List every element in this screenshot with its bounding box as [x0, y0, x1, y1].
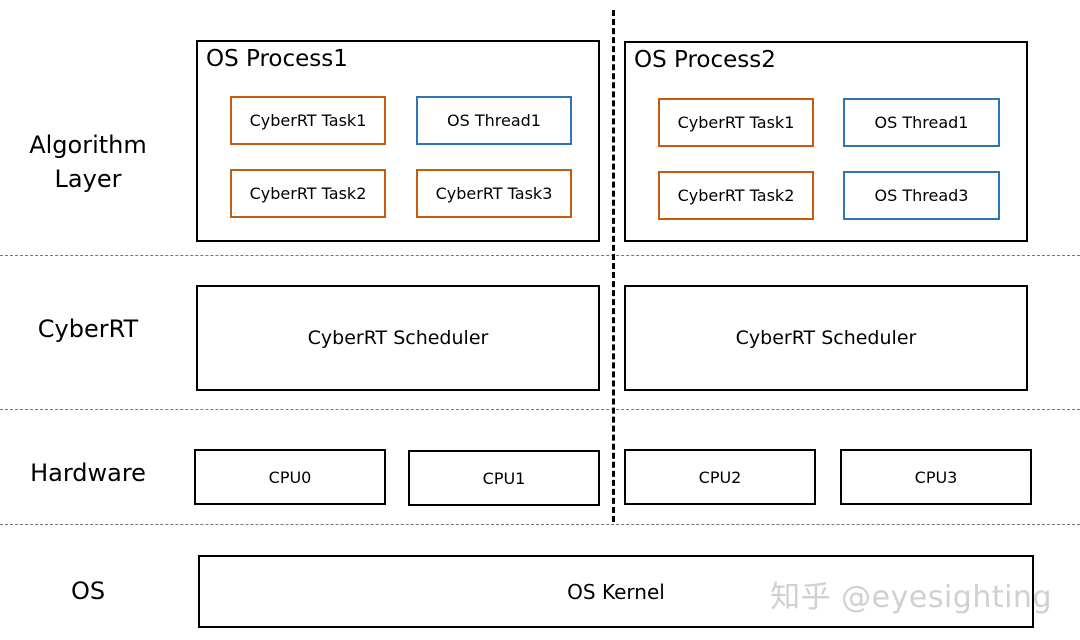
process2-cyberrt-task-2: CyberRT Task2 [658, 171, 814, 220]
cpu-3: CPU3 [840, 449, 1032, 505]
process2-os-thread-3: OS Thread3 [843, 171, 1000, 220]
cyberrt-scheduler-2: CyberRT Scheduler [624, 285, 1028, 391]
os-kernel: OS Kernel [198, 555, 1034, 628]
process-divider [612, 10, 615, 522]
separator-algorithm-cyberrt [0, 255, 1080, 256]
layer-label-hardware: Hardware [30, 459, 146, 487]
layer-label-algorithm-line2: Layer [54, 165, 122, 193]
process1-cyberrt-task-2: CyberRT Task2 [230, 169, 386, 218]
cpu-0: CPU0 [194, 449, 386, 505]
process1-cyberrt-task-3: CyberRT Task3 [416, 169, 572, 218]
separator-cyberrt-hardware [0, 409, 1080, 410]
os-process-2-title: OS Process2 [634, 47, 776, 73]
process2-cyberrt-task-1: CyberRT Task1 [658, 98, 814, 147]
process2-os-thread-1: OS Thread1 [843, 98, 1000, 147]
process1-os-thread-1: OS Thread1 [416, 96, 572, 145]
os-process-1: OS Process1 [196, 40, 600, 242]
os-process-2: OS Process2 [624, 41, 1028, 242]
separator-hardware-os [0, 524, 1080, 525]
layer-label-os: OS [70, 577, 106, 605]
layer-label-algorithm-line1: Algorithm [29, 131, 147, 159]
process1-cyberrt-task-1: CyberRT Task1 [230, 96, 386, 145]
cpu-2: CPU2 [624, 449, 816, 505]
layer-label-algorithm: Algorithm Layer [20, 128, 156, 196]
cpu-1: CPU1 [408, 450, 600, 506]
layer-label-cyberrt: CyberRT [37, 315, 139, 343]
os-process-1-title: OS Process1 [206, 46, 348, 72]
watermark: 知乎 @eyesighting [770, 580, 1052, 615]
cyberrt-scheduler-1: CyberRT Scheduler [196, 285, 600, 391]
